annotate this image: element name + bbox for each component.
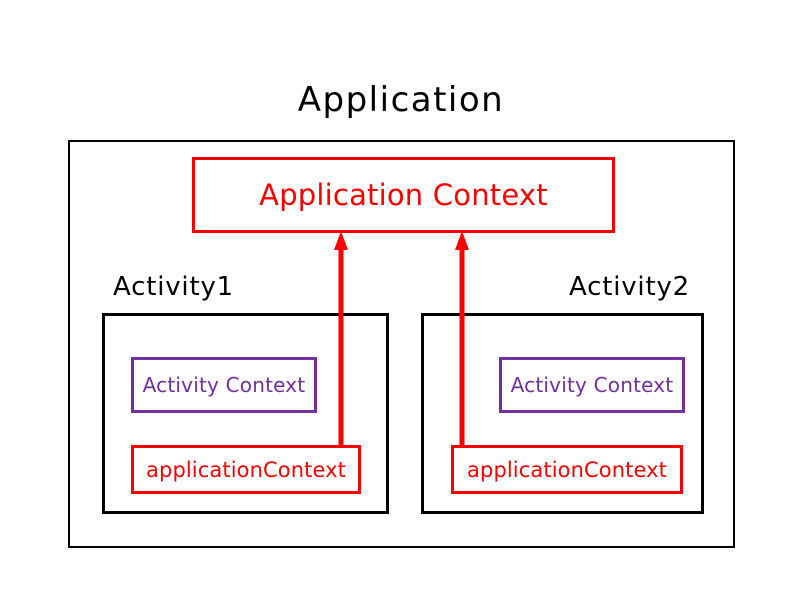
activity1-activity-context-label: Activity Context [142, 373, 306, 397]
activity1-box [102, 313, 389, 514]
activity2-group-label: Activity2 [569, 272, 690, 302]
application-context-box: Application Context [192, 157, 615, 233]
activity1-application-context-ref-label: applicationContext [146, 457, 346, 482]
activity2-application-context-ref-label: applicationContext [467, 457, 667, 482]
activity1-group-label: Activity1 [113, 272, 234, 302]
application-container-box [68, 140, 735, 548]
application-context-label: Application Context [259, 178, 548, 212]
activity1-activity-context-box: Activity Context [131, 357, 317, 413]
activity2-application-context-ref-box: applicationContext [451, 445, 683, 494]
activity2-activity-context-box: Activity Context [499, 357, 685, 413]
page-title: Application [297, 80, 505, 120]
activity2-activity-context-label: Activity Context [510, 373, 674, 397]
activity2-box [421, 313, 704, 514]
activity1-application-context-ref-box: applicationContext [131, 445, 361, 494]
